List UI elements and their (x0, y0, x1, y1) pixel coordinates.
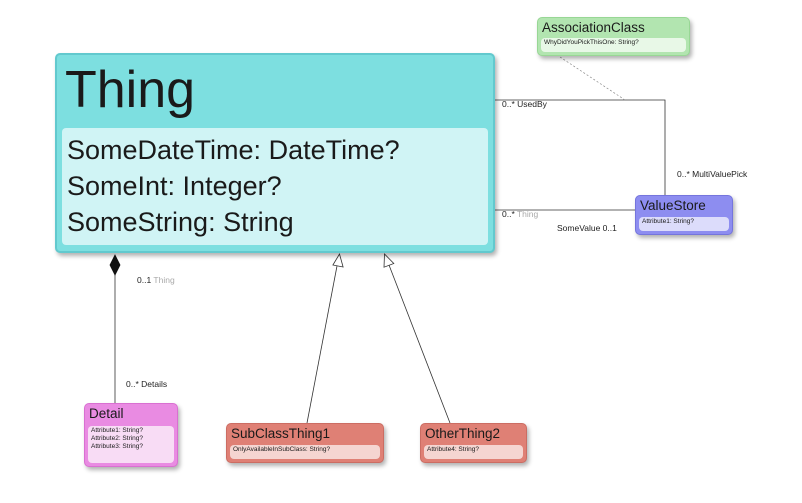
class-sub-class-thing-attribute: OnlyAvailableInSubClass: String? (233, 446, 331, 453)
class-other-thing-attribute: Attribute4: String? (427, 446, 480, 453)
class-detail-name: Detail (89, 406, 124, 421)
label-some-value: SomeValue 0..1 (557, 223, 617, 233)
class-thing-attribute: SomeDateTime: DateTime? (67, 135, 400, 165)
class-detail-attribute: Attribute1: String? (91, 427, 144, 434)
label-detail-thing-multiplicity: 0..1 (137, 275, 152, 285)
generalization-other-line (388, 264, 451, 424)
class-thing-attribute: SomeString: String (67, 207, 294, 237)
generalization-subclass-arrowhead (332, 252, 344, 268)
label-thing-association: 0..* Thing (502, 209, 538, 219)
class-value-store-name: ValueStore (640, 198, 706, 213)
class-thing[interactable]: Thing SomeDateTime: DateTime? SomeInt: I… (55, 53, 495, 253)
class-sub-class-thing-name: SubClassThing1 (231, 426, 331, 441)
class-association-class[interactable]: AssociationClass WhyDidYouPickThisOne: S… (537, 17, 690, 56)
class-value-store-attributes: Attribute1: String? (639, 217, 729, 231)
class-detail-attribute: Attribute3: String? (91, 443, 144, 450)
class-detail-attribute: Attribute2: String? (91, 435, 144, 442)
label-thing-role: Thing (516, 209, 539, 219)
class-thing-name: Thing (65, 61, 196, 119)
association-class-dashed-link (559, 56, 626, 101)
class-value-store-attribute: Attribute1: String? (642, 218, 695, 225)
generalization-subclass-line (306, 265, 338, 424)
class-association-class-name: AssociationClass (542, 20, 645, 35)
class-sub-class-thing-attributes: OnlyAvailableInSubClass: String? (230, 445, 380, 459)
class-other-thing[interactable]: OtherThing2 Attribute4: String? (420, 423, 527, 463)
class-thing-attributes: SomeDateTime: DateTime? SomeInt: Integer… (62, 128, 488, 245)
class-association-class-attribute: WhyDidYouPickThisOne: String? (544, 39, 639, 46)
class-detail-attributes: Attribute1: String? Attribute2: String? … (88, 426, 174, 463)
class-association-class-attributes: WhyDidYouPickThisOne: String? (541, 38, 686, 52)
class-other-thing-name: OtherThing2 (425, 426, 501, 441)
class-other-thing-attributes: Attribute4: String? (424, 445, 523, 459)
class-detail[interactable]: Detail Attribute1: String? Attribute2: S… (84, 403, 178, 467)
class-sub-class-thing[interactable]: SubClassThing1 OnlyAvailableInSubClass: … (226, 423, 384, 463)
composition-diamond (109, 254, 121, 276)
generalization-other-arrowhead (383, 253, 395, 268)
label-detail-thing-role: Thing (153, 275, 175, 285)
label-thing-multiplicity: 0..* (502, 209, 515, 219)
class-thing-attribute: SomeInt: Integer? (67, 171, 282, 201)
label-details: 0..* Details (126, 379, 168, 389)
label-used-by: 0..* UsedBy (502, 99, 547, 109)
label-detail-thing: 0..1 Thing (137, 275, 175, 285)
class-value-store[interactable]: ValueStore Attribute1: String? (635, 195, 733, 235)
label-multi-value-pick: 0..* MultiValuePick (677, 169, 748, 179)
association-usedby-line (495, 99, 666, 195)
